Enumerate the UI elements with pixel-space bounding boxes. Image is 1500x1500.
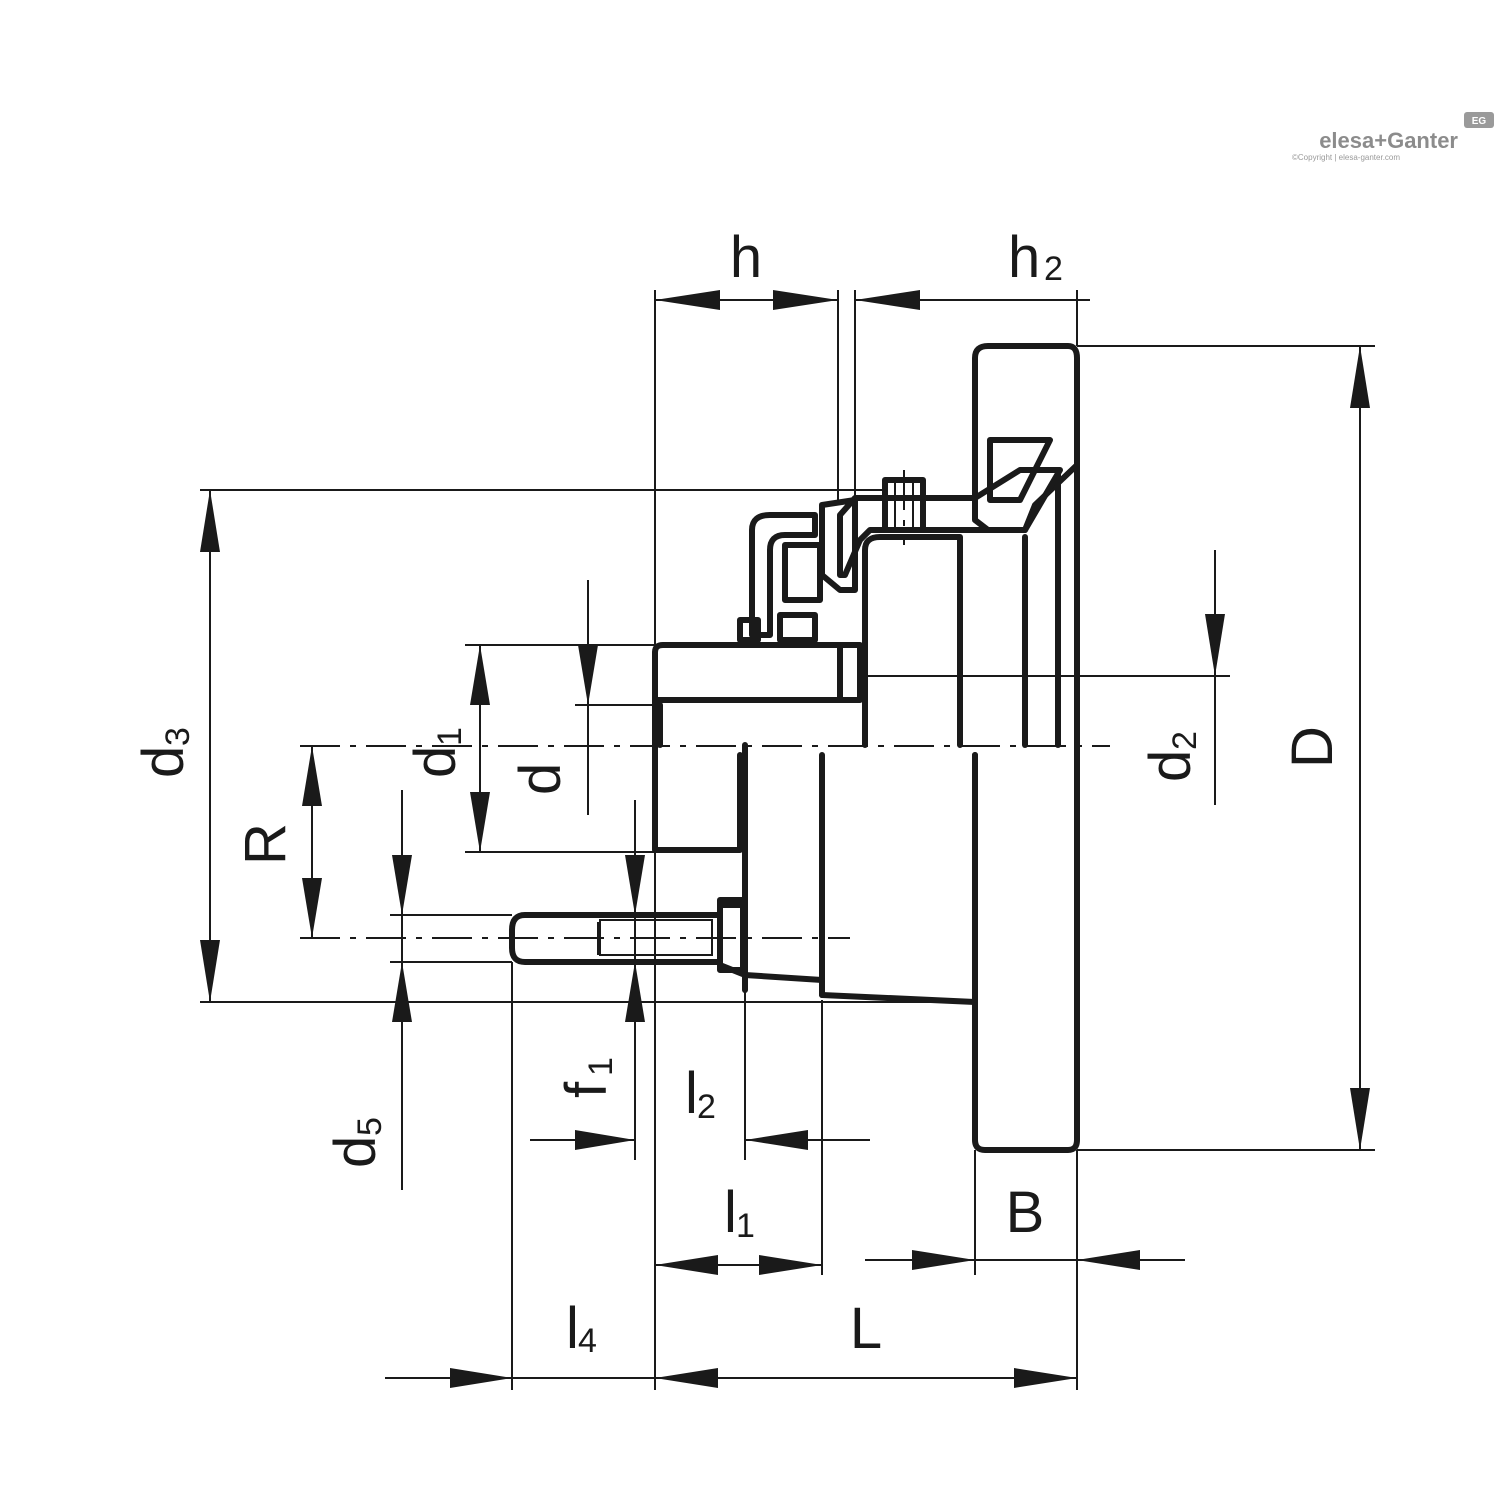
spoke-taper — [819, 752, 978, 1005]
brand-badge-text: EG — [1472, 116, 1487, 127]
dim-label-h2: h — [1008, 225, 1040, 290]
brand-name: elesa+Ganter — [1319, 128, 1458, 153]
dim-label-l1-sub: 1 — [736, 1207, 755, 1245]
dimension-labels: h h 2 d 3 d 1 d R d 2 D d — [131, 225, 1345, 1361]
handle-nut — [717, 897, 746, 973]
dim-label-l1: l — [724, 1180, 737, 1245]
dim-label-d3-sub: 3 — [159, 727, 197, 746]
cover-clip — [737, 617, 761, 643]
dim-label-d2-sub: 2 — [1166, 731, 1204, 750]
dim-label-l2-sub: 2 — [697, 1088, 716, 1126]
extension-lines — [200, 290, 1375, 1390]
dim-label-l4: l — [566, 1296, 579, 1361]
dim-label-B: B — [1006, 1180, 1045, 1245]
dim-label-D: D — [1280, 726, 1345, 768]
dim-label-d2: d — [1138, 750, 1203, 782]
handwheel-section — [509, 343, 1080, 1153]
handle-pin — [509, 912, 723, 965]
dim-label-d1: d — [403, 746, 468, 778]
cover-section — [749, 512, 818, 638]
dim-label-l2: l — [685, 1061, 698, 1126]
dim-label-d5: d — [323, 1136, 388, 1168]
dim-label-f1: f — [554, 1081, 619, 1098]
dimension-lines — [209, 299, 1361, 1379]
dimension-arrows — [200, 290, 1370, 1388]
center-lines — [300, 745, 1110, 939]
bearing-ring-1 — [782, 542, 823, 603]
dim-label-d5-sub: 5 — [351, 1117, 389, 1136]
bore-outline — [652, 697, 743, 853]
hub-outline — [862, 534, 963, 748]
dim-label-l4-sub: 4 — [578, 1322, 597, 1360]
bearing-ring-2 — [777, 612, 818, 643]
brand-copyright: ©Copyright | elesa-ganter.com — [1292, 153, 1400, 162]
dim-label-L: L — [850, 1296, 882, 1361]
boss-section — [652, 642, 863, 703]
rim-groove — [987, 437, 1053, 503]
dim-label-f1-sub: 1 — [582, 1057, 620, 1076]
brand-logo: EG elesa+Ganter ©Copyright | elesa-gante… — [1292, 112, 1494, 162]
rim-lower — [972, 462, 1080, 1153]
collar-step — [819, 497, 858, 593]
web-section — [837, 467, 1063, 578]
dim-label-R: R — [233, 823, 298, 865]
dim-label-h: h — [730, 225, 762, 290]
dim-label-d3: d — [131, 746, 196, 778]
dim-label-d1-sub: 1 — [431, 727, 469, 746]
brand-badge — [1464, 112, 1494, 128]
dim-label-h2-sub: 2 — [1044, 250, 1063, 288]
dim-label-d: d — [508, 763, 573, 795]
handle-base — [717, 877, 825, 983]
